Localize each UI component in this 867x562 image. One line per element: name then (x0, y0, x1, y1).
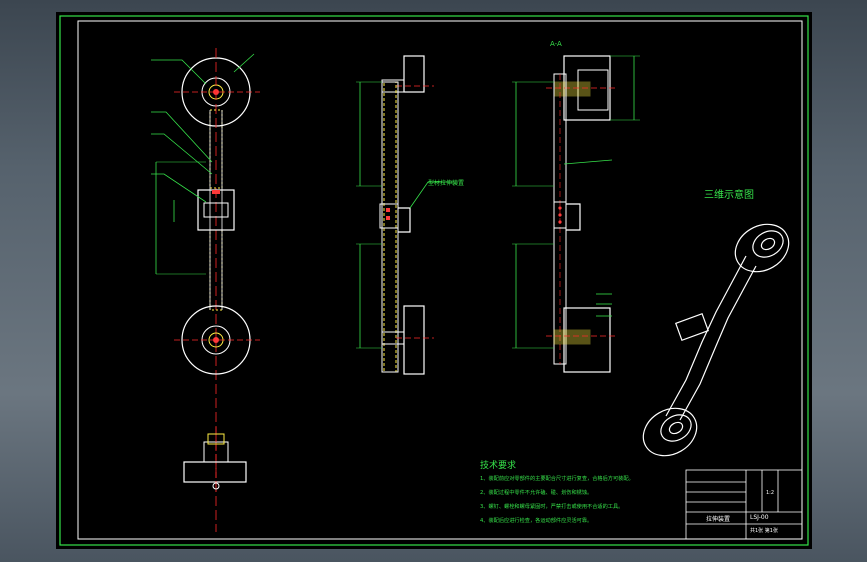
front-view (151, 48, 260, 532)
callout-label: 型材拉伸装置 (428, 180, 465, 187)
outer-border (59, 15, 809, 546)
title-block (685, 469, 803, 540)
tech-note-1: 1、装配前应对零部件的主要配合尺寸进行复查，合格后方可装配。 (480, 476, 634, 482)
isometric-view (642, 223, 790, 457)
drawing-canvas (59, 15, 809, 546)
title-block-drawing-no: LSJ-00 (750, 514, 769, 521)
inner-border (77, 20, 803, 540)
title-block-scale: 1:2 (766, 490, 775, 496)
section-label: A-A (550, 40, 562, 48)
tech-note-4: 4、装配后应进行检查，各运动部件应灵活可靠。 (480, 518, 593, 524)
tech-requirements: 技术要求 1、装配前应对零部件的主要配合尺寸进行复查，合格后方可装配。 2、装配… (480, 458, 680, 524)
tech-title: 技术要求 (480, 461, 517, 471)
side-view (356, 55, 458, 375)
title-block-name: 拉伸装置 (706, 516, 731, 523)
side-top-wheel (403, 55, 425, 93)
tech-note-2: 2、装配过程中零件不允许磕、碰、划伤和锈蚀。 (480, 490, 593, 496)
isometric-title: 三维示意图 (704, 190, 754, 201)
side-bottom-wheel (403, 305, 425, 375)
cad-viewport[interactable]: 三维示意图 A-A 型材拉伸装置 技术要求 1、装配前应对零部件的主要配合尺寸进… (56, 12, 812, 549)
part-detail-view (183, 427, 247, 492)
tech-note-3: 3、螺钉、螺栓和螺母紧固时，严禁打击或使用不合适的工具。 (480, 504, 624, 510)
title-block-sheet: 共1张 第1张 (750, 528, 778, 534)
section-view (512, 55, 640, 373)
